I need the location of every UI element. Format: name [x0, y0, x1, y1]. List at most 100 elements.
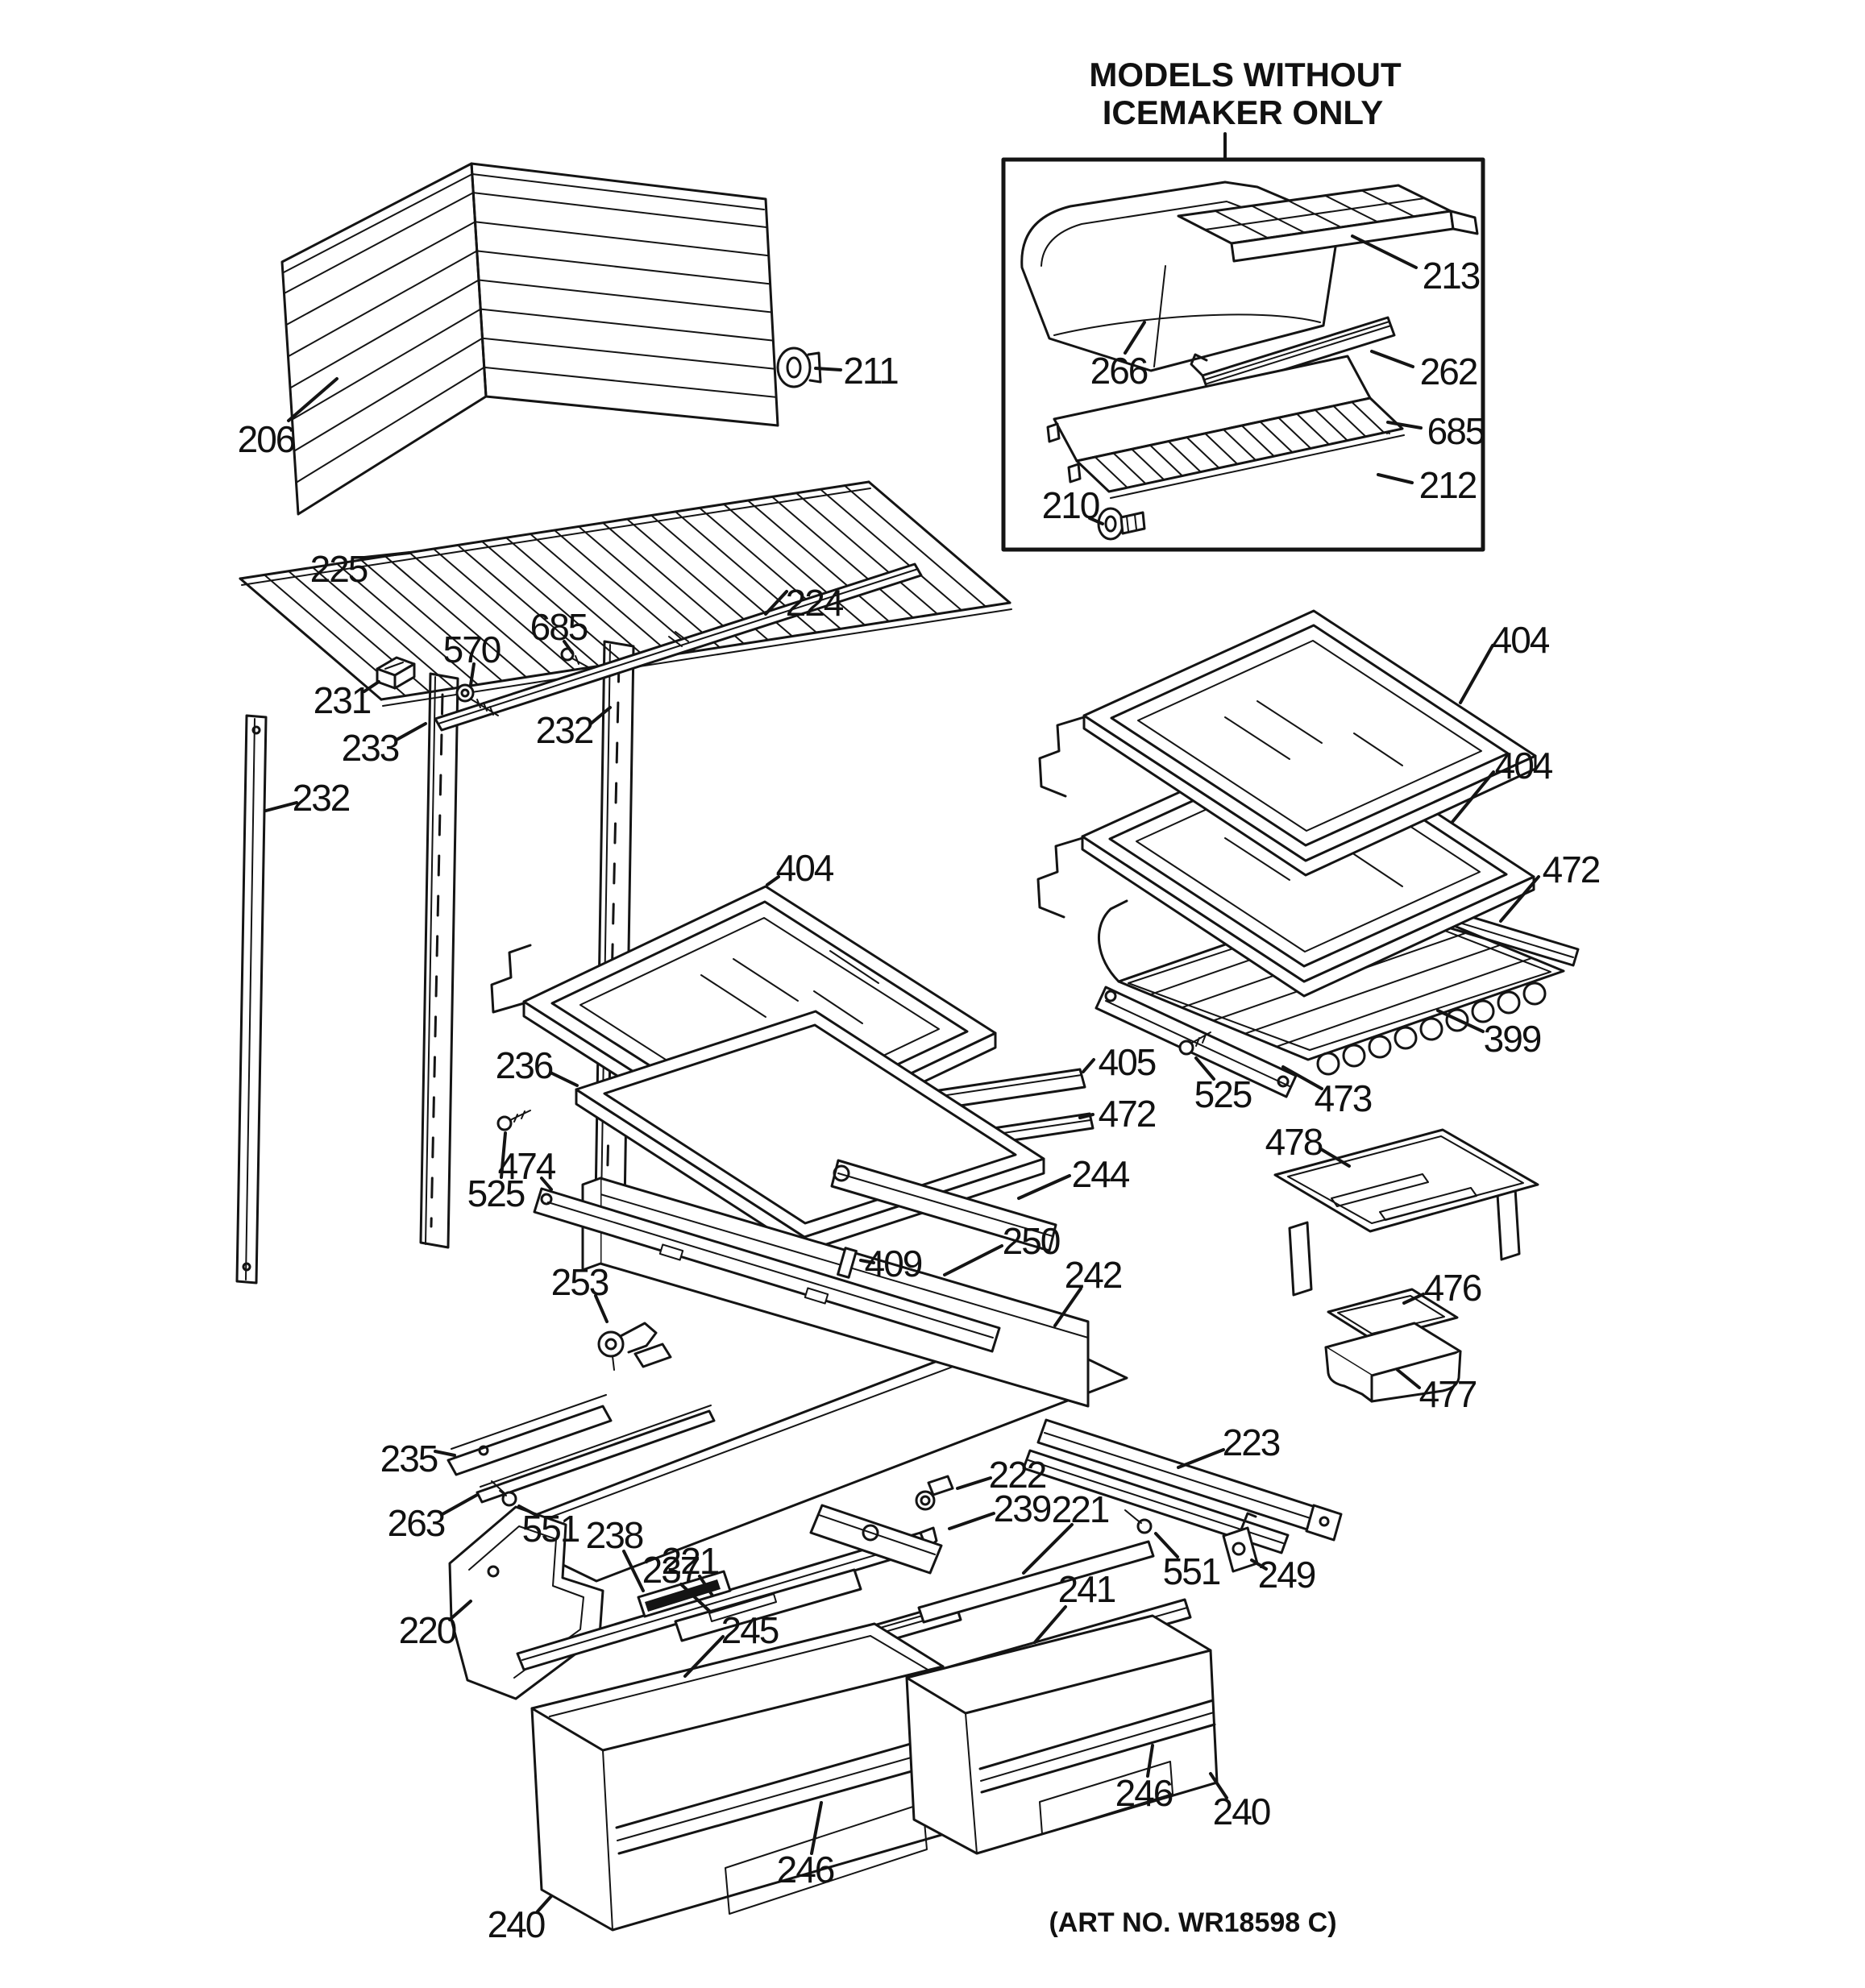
leader-477: [1396, 1368, 1421, 1389]
inset-title-line2: ICEMAKER ONLY: [1102, 93, 1384, 131]
part-221-rail-right: [917, 1540, 1155, 1624]
callout-405: 405: [1098, 1041, 1157, 1083]
leader-239: [948, 1512, 995, 1530]
leader-240-left: [536, 1895, 553, 1913]
leader-220: [448, 1600, 472, 1621]
callout-476: 476: [1423, 1267, 1483, 1309]
part-223-slide-assembly: [1022, 1418, 1343, 1554]
leader-231: [363, 680, 380, 693]
callout-246-left: 246: [776, 1849, 836, 1890]
callout-220: 220: [398, 1609, 458, 1651]
leader-211: [814, 367, 842, 371]
leader-225: [363, 551, 411, 559]
leader-262: [1370, 350, 1414, 368]
callout-239: 239: [993, 1488, 1053, 1529]
callout-240-right: 240: [1212, 1791, 1272, 1832]
part-474-slide-rail: [533, 1187, 1001, 1353]
callout-570: 570: [442, 629, 502, 670]
leader-476: [1402, 1293, 1425, 1305]
leader-246-right: [1146, 1744, 1154, 1778]
leader-245: [683, 1635, 725, 1678]
callout-233: 233: [341, 727, 401, 769]
leader-404-right-2: [1451, 770, 1495, 824]
part-242-cover-panel: [492, 1326, 1128, 1583]
callout-250: 250: [1002, 1220, 1061, 1262]
part-551-screw-left: [491, 1480, 517, 1507]
callout-266: 266: [1090, 350, 1149, 392]
leader-404-center: [766, 875, 780, 886]
callout-249: 249: [1257, 1554, 1317, 1596]
callout-238: 238: [585, 1514, 645, 1556]
leader-246-left: [810, 1801, 823, 1855]
part-263-trim: [476, 1405, 716, 1504]
leader-222: [956, 1476, 992, 1490]
leader-570: [469, 662, 476, 687]
leader-685-left: [563, 640, 574, 654]
callout-232-left: 232: [292, 777, 351, 819]
callout-525-left: 525: [467, 1172, 526, 1214]
part-246-handle-right: [978, 1699, 1216, 1835]
part-685-screw-left: [560, 647, 589, 668]
callout-213: 213: [1422, 255, 1481, 297]
callout-210: 210: [1041, 484, 1101, 526]
leader-685-box: [1386, 421, 1423, 430]
callout-551-left: 551: [521, 1508, 581, 1550]
leader-525-right: [1194, 1056, 1215, 1081]
part-238-plate: [637, 1570, 732, 1618]
leader-237: [679, 1583, 711, 1612]
leader-525-left: [500, 1131, 507, 1179]
callout-246-right: 246: [1115, 1772, 1174, 1814]
leader-474: [540, 1177, 553, 1191]
part-525-screw-right: [1178, 1031, 1211, 1056]
part-476-dish-lid: [1327, 1288, 1459, 1342]
callout-211: 211: [843, 350, 899, 392]
callout-404-center: 404: [775, 847, 835, 889]
callout-474: 474: [497, 1145, 557, 1187]
leader-399: [1436, 1009, 1485, 1033]
callout-235: 235: [380, 1438, 439, 1480]
leader-263: [441, 1493, 479, 1516]
leader-233: [395, 722, 427, 741]
leader-409: [859, 1259, 875, 1264]
callout-472-right: 472: [1542, 849, 1601, 890]
callout-223: 223: [1222, 1421, 1281, 1463]
leader-223: [1177, 1448, 1225, 1469]
callout-224: 224: [785, 582, 845, 624]
part-478-divided-tray: [1273, 1128, 1539, 1297]
part-232-left-rail: [235, 714, 268, 1285]
part-210-thumbscrew: [1097, 507, 1146, 541]
leader-240-right: [1209, 1772, 1228, 1799]
callout-263: 263: [387, 1502, 447, 1544]
leader-472-center: [1078, 1113, 1094, 1119]
leader-210: [1088, 517, 1104, 525]
part-239-slide-bracket: [809, 1504, 943, 1575]
part-222-roller-clip: [915, 1475, 954, 1511]
part-244-front-rail: [830, 1159, 1057, 1252]
callout-685-left: 685: [530, 606, 589, 648]
callout-551-right: 551: [1162, 1550, 1222, 1592]
leader-213: [1351, 234, 1418, 269]
callout-477: 477: [1418, 1373, 1478, 1415]
leader-221-left: [698, 1575, 714, 1597]
callout-242: 242: [1064, 1254, 1124, 1296]
callout-212: 212: [1418, 464, 1478, 506]
leader-253: [594, 1294, 609, 1323]
part-235-bracket: [447, 1394, 613, 1476]
callout-253: 253: [550, 1261, 610, 1303]
callout-472-center: 472: [1098, 1093, 1157, 1135]
leader-232-right: [589, 706, 612, 725]
part-224-shelf-trim: [434, 562, 923, 732]
callout-473: 473: [1314, 1077, 1373, 1119]
callout-221-left: 221: [661, 1540, 721, 1582]
part-212-freezer-shelf: [1046, 355, 1405, 499]
art-number: (ART NO. WR18598 C): [1049, 1907, 1337, 1938]
part-404-glass-shelf-right-1: [1038, 609, 1537, 877]
part-232-right-rail: [593, 640, 635, 1259]
leader-241: [1033, 1605, 1067, 1644]
leader-266: [1124, 321, 1146, 355]
callout-236: 236: [495, 1044, 555, 1086]
part-237-plate: [674, 1568, 862, 1642]
leader-206: [287, 377, 339, 422]
leader-478: [1319, 1148, 1351, 1168]
